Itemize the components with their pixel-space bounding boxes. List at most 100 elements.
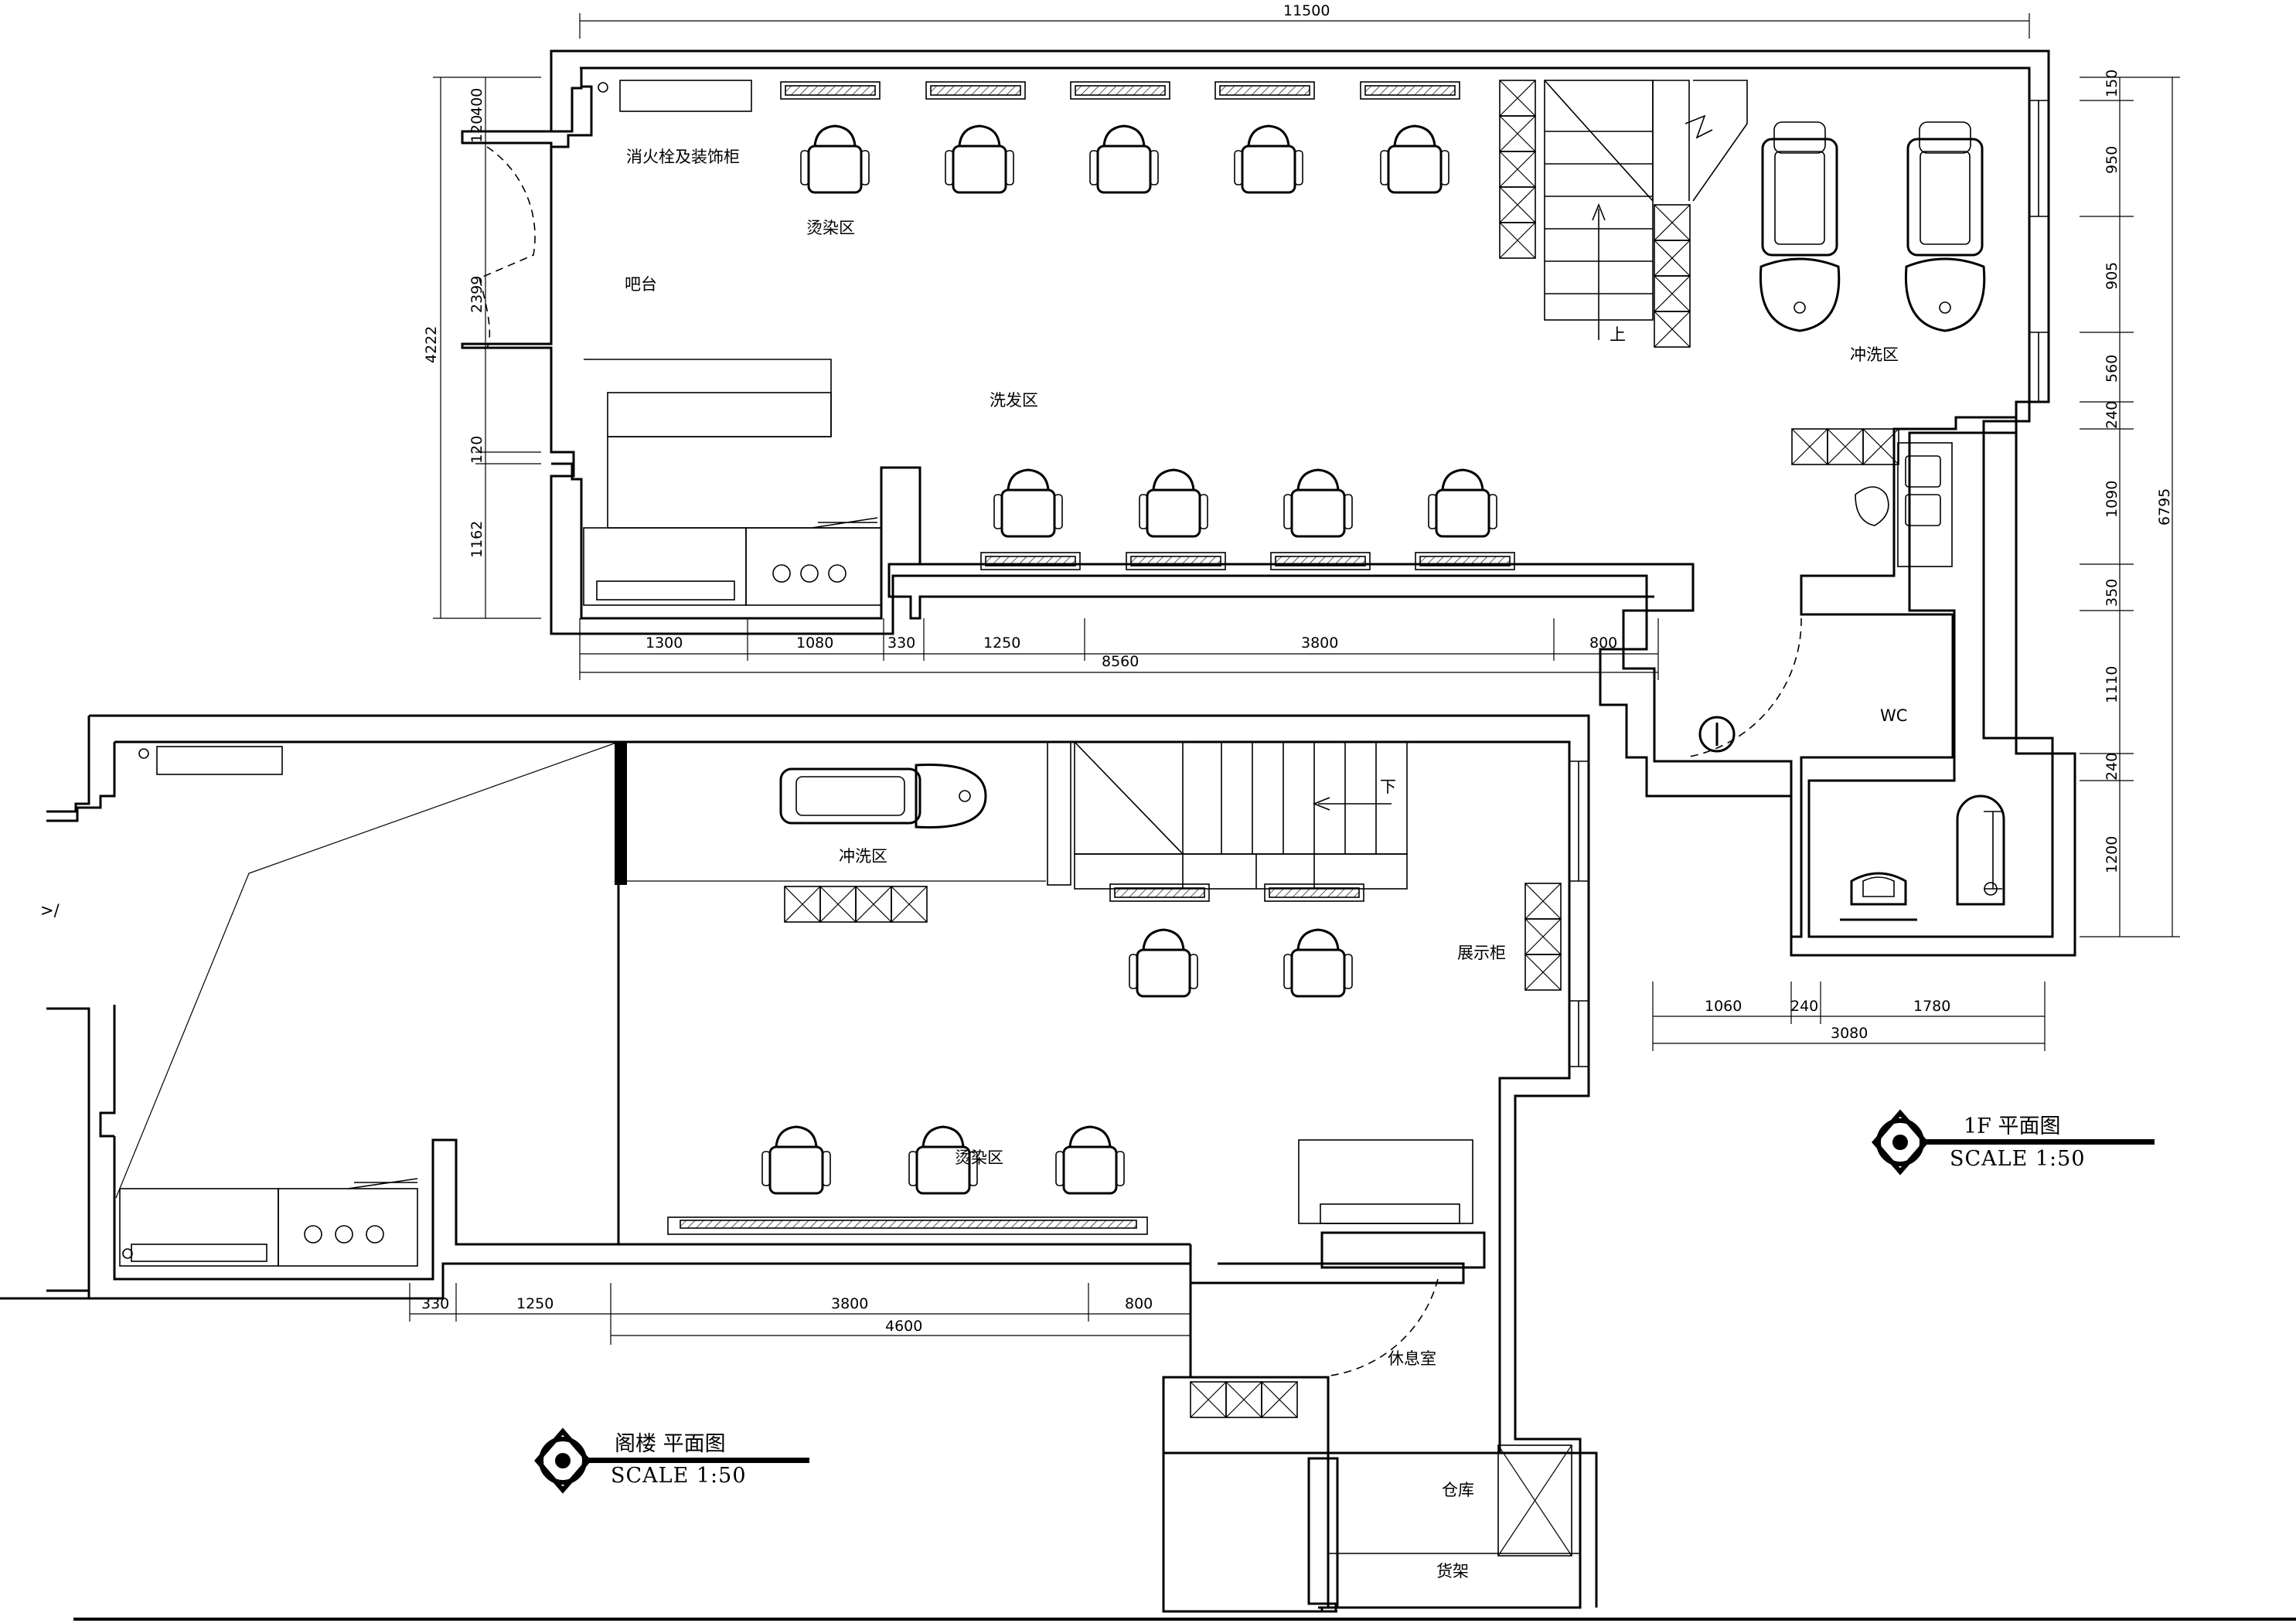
1f-chair-bottom-2 [1138,468,1209,538]
1f-mirror-6 [980,552,1081,570]
1f-title-block: 1F 平面图 SCALE 1:50 [1872,1109,2155,1176]
1f-mirror-7 [1126,552,1226,570]
1f-label-wc: WC [1880,706,1907,725]
1f-mirror-9 [1415,552,1515,570]
svg-text:800: 800 [1125,1295,1153,1312]
attic-mirror-counter [667,1216,1148,1235]
attic-lounge-door-swing [1329,1278,1439,1376]
1f-wall-step [551,85,593,148]
1f-toilet [1840,872,1917,921]
1f-scale: SCALE 1:50 [1950,1147,2086,1171]
1f-right-window [2029,100,2049,402]
svg-text:1780: 1780 [1913,998,1950,1015]
1f-dim-left: 400 120 2399 120 1162 4222 [423,77,541,619]
1f-label-dye-area: 烫染区 [806,219,855,237]
attic-left-arrow: >/ [40,901,60,920]
attic-scale: SCALE 1:50 [611,1464,747,1488]
1f-dim-right: 150 950 905 560 240 1090 350 1110 240 12… [2080,70,2180,937]
attic-title-block: 阁楼 平面图 SCALE 1:50 [534,1427,809,1494]
attic-chair-bottom-1 [761,1125,832,1195]
1f-label-rinse-area: 冲洗区 [1850,345,1899,364]
attic-void-diagonal [115,741,619,1199]
1f-mirror-3 [1070,81,1170,100]
attic-right-window [1569,760,1589,1067]
1f-wc-sink [1698,716,1736,753]
attic-inner-wall [114,740,1598,1608]
svg-text:1250: 1250 [516,1295,554,1312]
attic-label-rinse: 冲洗区 [839,847,887,866]
attic-title: 阁楼 平面图 [615,1432,726,1456]
1f-mirror-4 [1214,81,1315,100]
attic-label-shelf: 货架 [1436,1562,1469,1580]
1f-label-stair-up: 上 [1610,325,1626,344]
1f-label-fire-cabinet: 消火栓及装饰柜 [626,148,740,166]
svg-text:240: 240 [1790,998,1818,1015]
attic-top-cabinet [156,746,283,775]
1f-chair-top-5 [1379,124,1450,194]
1f-entrance-door-swing [479,146,536,279]
1f-fire-cabinet-knob [598,82,608,93]
1f-outer-wall [461,49,2076,957]
svg-text:240: 240 [2104,753,2121,781]
1f-sink-cabinet [1897,442,1953,567]
svg-text:150: 150 [2104,70,2121,97]
svg-text:6795: 6795 [2156,488,2173,526]
first-floor-plan: 消火栓及装饰柜 烫染区 吧台 洗发区 冲洗区 WC 上 11500 1300 1… [423,2,2180,1176]
1f-chair-bottom-1 [993,468,1064,538]
1f-sink-edge [811,517,878,529]
1f-chair-bottom-4 [1427,468,1498,538]
attic-label-display: 展示柜 [1457,944,1506,962]
svg-text:240: 240 [2104,401,2121,429]
svg-text:3800: 3800 [1301,635,1338,652]
svg-text:800: 800 [1589,635,1617,652]
attic-staircase [1047,741,1408,890]
1f-staircase [1499,80,1748,348]
svg-text:950: 950 [2104,146,2121,174]
1f-mirror-8 [1270,552,1371,570]
1f-mirror-2 [925,81,1026,100]
attic-post [615,742,627,885]
svg-text:3080: 3080 [1831,1025,1868,1042]
svg-text:1110: 1110 [2104,666,2121,703]
1f-chair-top-1 [799,124,870,194]
svg-text:11500: 11500 [1283,2,1330,19]
attic-mirror-1 [1109,883,1210,902]
svg-text:4222: 4222 [423,326,440,363]
svg-text:905: 905 [2104,262,2121,290]
1f-chair-top-2 [944,124,1015,194]
1f-label-bar: 吧台 [625,275,657,294]
1f-inner-wall [580,66,2054,938]
svg-text:330: 330 [421,1295,449,1312]
attic-bar-cabinet [119,1188,279,1267]
attic-chair-bottom-3 [1054,1125,1126,1195]
1f-dim-bottom: 1300 1080 330 1250 3800 800 8560 [579,618,1659,680]
1f-shampoo-bed-2 [1904,121,1986,332]
svg-text:1090: 1090 [2104,481,2121,518]
1f-dim-wc: 1060 240 1780 3080 [1652,982,2046,1051]
svg-text:1300: 1300 [646,635,683,652]
1f-mirror-5 [1360,81,1460,100]
svg-text:4600: 4600 [885,1318,922,1335]
svg-text:350: 350 [2104,579,2121,607]
1f-chair-bottom-3 [1283,468,1354,538]
1f-bar-wall [551,462,921,620]
1f-bathtub [1956,794,2005,906]
svg-text:3800: 3800 [831,1295,868,1312]
1f-label-wash-area: 洗发区 [990,391,1038,410]
1f-dim-top: 11500 [579,2,2030,39]
attic-label-lounge: 休息室 [1388,1349,1436,1368]
svg-text:1080: 1080 [796,635,833,652]
1f-shampoo-bed-1 [1759,121,1841,332]
1f-wc-door-swing [1685,618,1802,758]
1f-basin [1855,486,1889,526]
svg-text:1162: 1162 [468,521,485,558]
svg-text:1250: 1250 [983,635,1020,652]
attic-plan: >/ 冲洗区 烫染区 展示柜 休息室 仓库 货架 下 330 1250 3800… [0,714,1598,1613]
1f-fire-cabinet [619,80,752,112]
svg-text:1200: 1200 [2104,836,2121,873]
svg-text:120: 120 [468,436,485,464]
attic-shampoo-bed [779,764,987,829]
1f-title: 1F 平面图 [1964,1114,2061,1138]
svg-text:120: 120 [468,115,485,143]
